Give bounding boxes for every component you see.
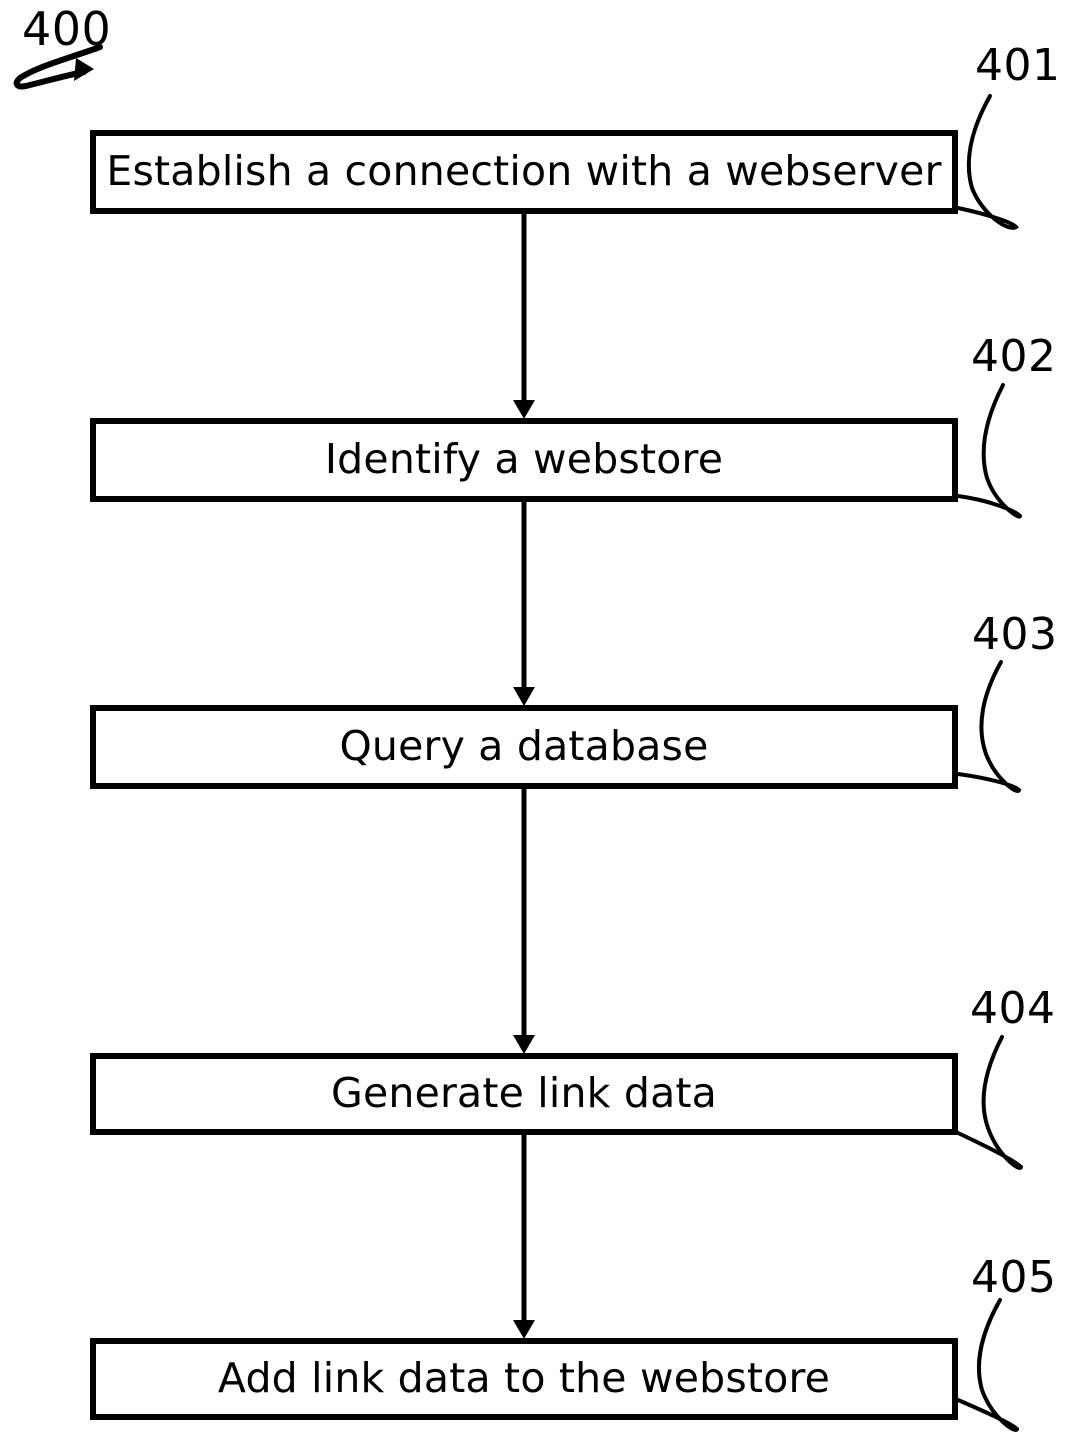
reference-numeral-405: 405 bbox=[971, 1252, 1057, 1303]
process-box-401[interactable]: Establish a connection with a webserver bbox=[90, 130, 958, 214]
process-box-405[interactable]: Add link data to the webstore bbox=[90, 1338, 958, 1420]
process-box-401-label: Establish a connection with a webserver bbox=[106, 147, 942, 196]
leader-line-402 bbox=[956, 383, 1023, 519]
process-box-403[interactable]: Query a database bbox=[90, 705, 958, 789]
leader-line-404 bbox=[956, 1035, 1024, 1170]
process-box-403-label: Query a database bbox=[339, 722, 709, 771]
process-box-404-label: Generate link data bbox=[330, 1069, 717, 1118]
connector-arrow-403-404 bbox=[513, 789, 535, 1054]
process-box-404[interactable]: Generate link data bbox=[90, 1053, 958, 1135]
process-box-402[interactable]: Identify a webstore bbox=[90, 418, 958, 502]
process-box-405-label: Add link data to the webstore bbox=[217, 1354, 831, 1403]
reference-numeral-404: 404 bbox=[970, 983, 1056, 1034]
connector-arrow-404-405 bbox=[513, 1135, 535, 1339]
reference-numeral-402: 402 bbox=[971, 331, 1057, 382]
connector-arrow-401-402 bbox=[513, 214, 535, 419]
reference-numeral-401: 401 bbox=[975, 40, 1061, 91]
leader-line-403 bbox=[956, 660, 1022, 793]
leader-line-401 bbox=[956, 94, 1019, 230]
figure-number-400: 400 bbox=[22, 2, 112, 56]
process-box-402-label: Identify a webstore bbox=[324, 435, 724, 484]
leader-line-405 bbox=[956, 1298, 1020, 1432]
connector-arrow-402-403 bbox=[513, 502, 535, 706]
reference-numeral-403: 403 bbox=[972, 609, 1058, 660]
